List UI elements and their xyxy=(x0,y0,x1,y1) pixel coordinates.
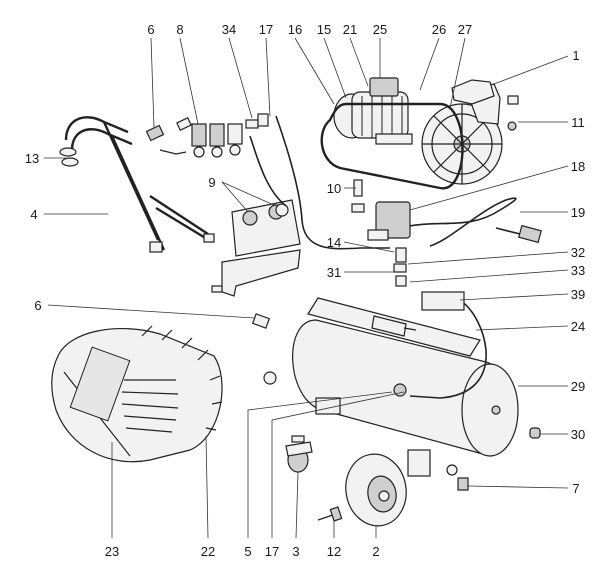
part-label-30: 30 xyxy=(571,427,585,442)
part-label-26: 26 xyxy=(432,22,446,37)
part-label-1: 1 xyxy=(572,48,579,63)
part-label-11: 11 xyxy=(571,115,585,130)
part-label-12: 12 xyxy=(327,544,341,559)
panel-hose-drawing xyxy=(249,135,287,207)
drain-valve-drawing xyxy=(446,464,469,491)
part-label-10: 10 xyxy=(327,181,341,196)
part-label-17-bottom: 17 xyxy=(265,544,279,559)
fittings-drawing xyxy=(251,179,407,329)
belt-drawing xyxy=(320,102,464,190)
part-label-24: 24 xyxy=(571,319,585,334)
part-label-18: 18 xyxy=(571,159,585,174)
unloader-hose-drawing xyxy=(275,115,390,250)
regulator-assembly-drawing xyxy=(145,113,269,158)
pump-drawing xyxy=(421,79,519,185)
tank-drawing xyxy=(292,291,519,477)
part-label-32: 32 xyxy=(571,245,585,260)
part-label-22: 22 xyxy=(201,544,215,559)
part-label-16: 16 xyxy=(288,22,302,37)
part-label-8: 8 xyxy=(176,22,183,37)
part-label-9: 9 xyxy=(208,175,215,190)
pressure-switch-drawing xyxy=(367,197,542,247)
part-label-17-top: 17 xyxy=(259,22,273,37)
part-label-3: 3 xyxy=(292,544,299,559)
part-label-27: 27 xyxy=(458,22,472,37)
part-label-31: 31 xyxy=(327,265,341,280)
leader-lines xyxy=(44,37,569,539)
bolt-drawing xyxy=(317,506,343,522)
part-label-23: 23 xyxy=(105,544,119,559)
part-label-6-mid: 6 xyxy=(34,298,41,313)
part-label-15: 15 xyxy=(317,22,331,37)
part-label-19: 19 xyxy=(571,205,585,220)
part-label-25: 25 xyxy=(373,22,387,37)
part-label-5: 5 xyxy=(244,544,251,559)
part-label-13: 13 xyxy=(25,151,39,166)
nut-drawing xyxy=(263,371,277,385)
gauge-panel-drawing xyxy=(211,199,301,297)
part-label-39: 39 xyxy=(571,287,585,302)
part-label-33: 33 xyxy=(571,263,585,278)
part-label-29: 29 xyxy=(571,379,585,394)
drain-plug-drawing xyxy=(529,427,541,439)
motor-drawing xyxy=(333,77,413,145)
part-labels: 6 8 34 17 16 15 21 25 26 27 1 11 13 4 9 … xyxy=(25,22,585,559)
belt-guard-drawing xyxy=(51,325,223,463)
part-label-4: 4 xyxy=(30,207,37,222)
handle-drawing xyxy=(59,116,215,253)
part-label-7: 7 xyxy=(572,481,579,496)
part-label-34: 34 xyxy=(222,22,236,37)
wheel-drawing xyxy=(345,453,407,527)
part-label-14: 14 xyxy=(327,235,341,250)
part-label-21: 21 xyxy=(343,22,357,37)
part-label-2: 2 xyxy=(372,544,379,559)
caster-drawing xyxy=(285,435,313,473)
part-label-6-top: 6 xyxy=(147,22,154,37)
